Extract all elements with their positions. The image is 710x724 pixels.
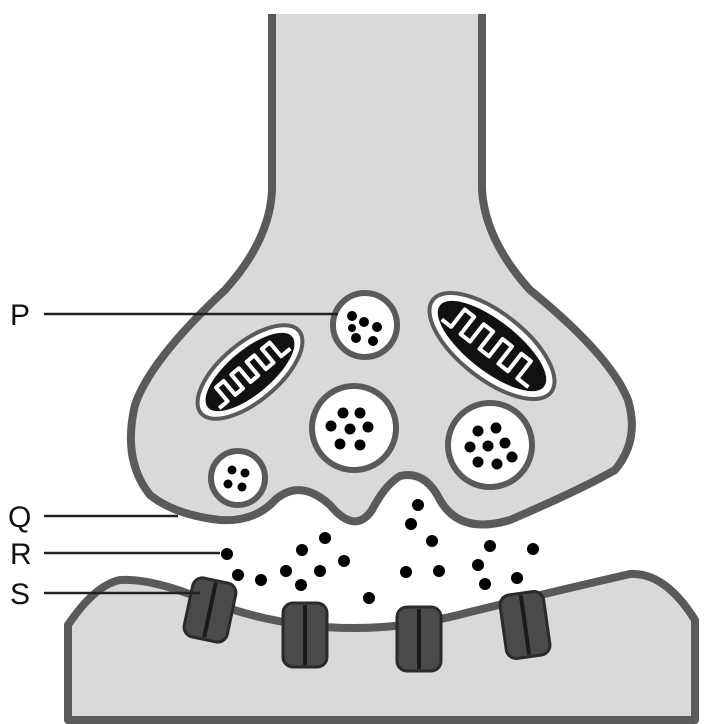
label-q: Q — [8, 501, 31, 534]
neurotransmitters — [221, 499, 539, 604]
mitochondrion-left — [195, 323, 305, 421]
vesicle-small — [208, 448, 268, 508]
mitochondrion-right — [427, 291, 557, 401]
label-r: R — [10, 538, 32, 571]
label-p: P — [10, 299, 30, 332]
receptor-2 — [281, 601, 329, 669]
vesicle-center — [309, 383, 399, 473]
label-s: S — [10, 578, 30, 611]
receptor-3 — [395, 605, 443, 673]
postsynaptic-cell — [64, 569, 699, 724]
vesicle-right — [445, 400, 535, 490]
vesicle-p — [330, 290, 400, 360]
receptor-4 — [498, 590, 552, 660]
